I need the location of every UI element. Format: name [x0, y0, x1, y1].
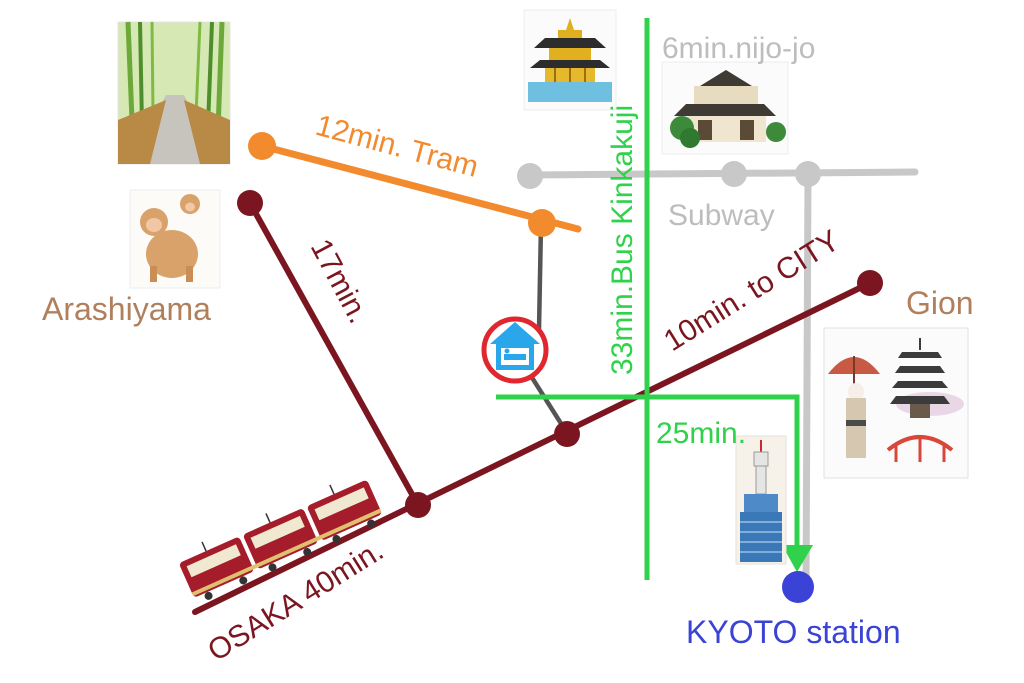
tram-stop-arashiyama	[248, 132, 276, 160]
tram-stop-hotel	[528, 209, 556, 237]
rail-stop-arashiyama	[237, 190, 263, 216]
subway-stop	[721, 161, 747, 187]
rail-stop-gion	[857, 270, 883, 296]
bus-station-label: 25min.	[656, 417, 746, 450]
hotel-icon	[481, 316, 549, 384]
nijo-castle-icon	[661, 61, 789, 155]
golden-pavilion-icon	[523, 9, 617, 111]
nijo-label: 6min.nijo-jo	[662, 32, 815, 65]
geisha-pagoda-icon	[823, 327, 969, 479]
bus-arrow-icon	[782, 545, 813, 572]
bamboo-grove-icon	[117, 21, 231, 165]
rail-junction	[405, 492, 431, 518]
subway-stop	[517, 163, 543, 189]
gion-label: Gion	[906, 285, 974, 321]
kyoto-tower-icon	[735, 435, 787, 565]
rail-line	[192, 200, 873, 615]
monkeys-icon	[129, 189, 221, 289]
tram-line	[258, 142, 582, 233]
kyoto-station-label: KYOTO station	[686, 614, 901, 650]
tram-label: 12min. Tram	[312, 109, 482, 184]
train-icon	[179, 480, 382, 600]
rail-stop-hotel	[554, 421, 580, 447]
bus-kinkakuji-label: 33min.Bus Kinkakuji	[606, 105, 639, 375]
subway-stop	[795, 161, 821, 187]
subway-label: Subway	[668, 199, 775, 232]
arashiyama-label: Arashiyama	[42, 291, 211, 327]
bus-line	[496, 18, 813, 580]
kyoto-station-dot	[782, 571, 814, 603]
